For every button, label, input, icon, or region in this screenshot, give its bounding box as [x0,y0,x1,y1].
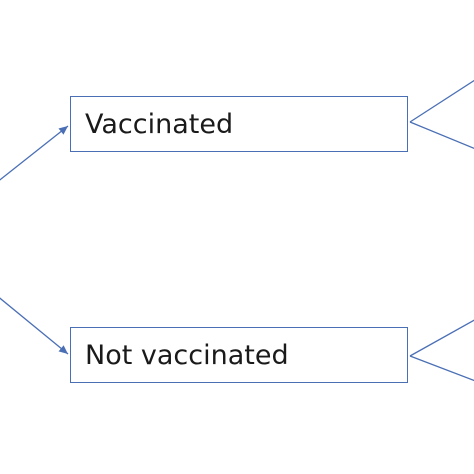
incoming-arrow-vaccinated [0,125,69,181]
branch-line-not-vaccinated-upper [409,319,474,357]
node-label-not-vaccinated: Not vaccinated [85,339,289,371]
incoming-arrow-not-vaccinated [0,297,69,355]
branch-line-vaccinated-upper [409,79,474,123]
node-not-vaccinated: Not vaccinated [70,327,408,383]
node-label-vaccinated: Vaccinated [85,108,234,140]
branch-line-not-vaccinated-lower [409,355,474,382]
node-vaccinated: Vaccinated [70,96,408,152]
branch-line-vaccinated-lower [409,121,474,150]
